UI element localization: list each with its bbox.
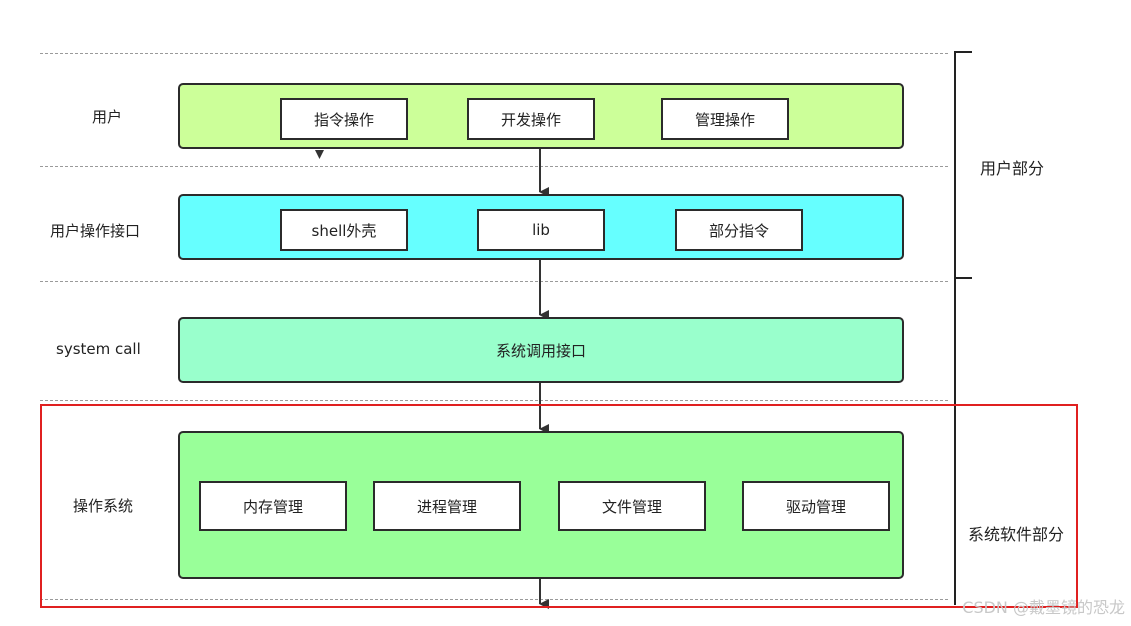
bracket-user-part bbox=[954, 51, 972, 279]
side-label-system-part: 系统软件部分 bbox=[968, 525, 1065, 544]
os-item-driver: 驱动管理 bbox=[742, 481, 890, 531]
syscall-interface-text: 系统调用接口 bbox=[495, 341, 586, 360]
layer-label-user: 用户 bbox=[92, 108, 123, 126]
interface-item-lib: lib bbox=[477, 209, 605, 251]
layer-label-os: 操作系统 bbox=[73, 497, 134, 515]
user-item-command-ops: 指令操作 bbox=[280, 98, 408, 140]
interface-item-shell: shell外壳 bbox=[280, 209, 408, 251]
small-pointer bbox=[315, 150, 324, 159]
layer-label-syscall: system call bbox=[56, 340, 141, 358]
layer-label-interface: 用户操作接口 bbox=[50, 222, 141, 240]
separator-interface bbox=[40, 281, 948, 282]
os-item-process: 进程管理 bbox=[373, 481, 521, 531]
layer-user: 指令操作 开发操作 管理操作 bbox=[178, 83, 904, 149]
os-highlight-frame bbox=[40, 404, 1078, 608]
layer-user-interface: shell外壳 lib 部分指令 bbox=[178, 194, 904, 260]
user-item-admin-ops: 管理操作 bbox=[661, 98, 789, 140]
layer-system-call: 系统调用接口 bbox=[178, 317, 904, 383]
os-item-file: 文件管理 bbox=[558, 481, 706, 531]
interface-item-partial-commands: 部分指令 bbox=[675, 209, 803, 251]
separator-bottom bbox=[40, 599, 948, 600]
user-item-dev-ops: 开发操作 bbox=[467, 98, 595, 140]
separator-user bbox=[40, 166, 948, 167]
watermark: CSDN @戴墨镜的恐龙 bbox=[962, 598, 1125, 617]
side-label-user-part: 用户部分 bbox=[980, 159, 1045, 178]
separator-top bbox=[40, 53, 948, 54]
separator-syscall bbox=[40, 400, 948, 401]
os-item-memory: 内存管理 bbox=[199, 481, 347, 531]
layer-os: 内存管理 进程管理 文件管理 驱动管理 bbox=[178, 431, 904, 579]
